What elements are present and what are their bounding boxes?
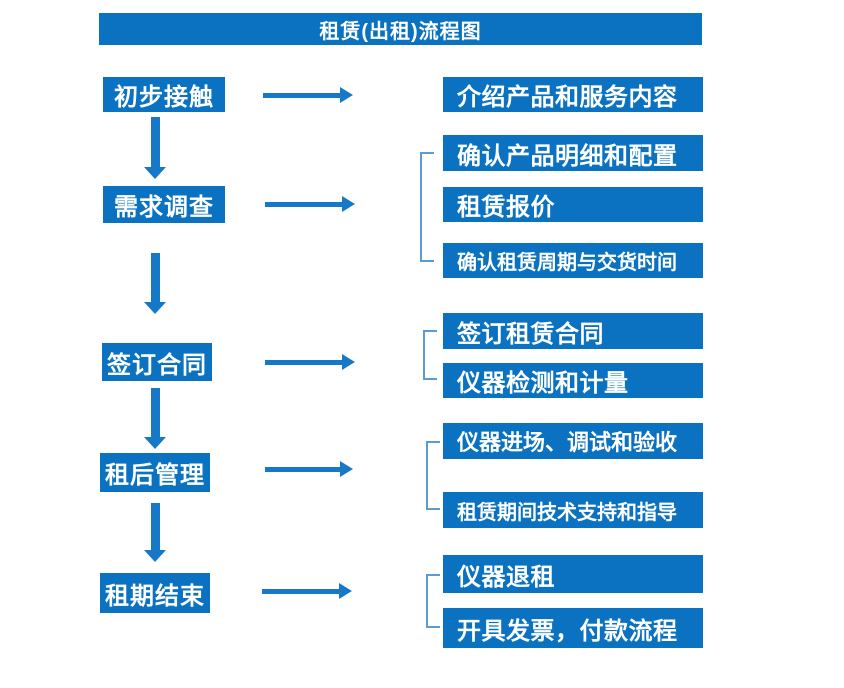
step-instrument-setup-acceptance: 仪器进场、调试和验收 — [443, 423, 703, 459]
step-rental-tech-support: 租赁期间技术支持和指导 — [443, 492, 703, 528]
stage-sign-contract: 签订合同 — [102, 343, 212, 381]
right-arrow-3 — [265, 354, 355, 370]
stage-initial-contact: 初步接触 — [103, 77, 225, 112]
down-arrow-1 — [144, 117, 166, 179]
stage-demand-survey: 需求调查 — [103, 186, 225, 223]
right-arrow-1 — [263, 87, 353, 103]
down-arrow-4 — [144, 503, 166, 562]
step-confirm-product-details: 确认产品明细和配置 — [443, 135, 703, 171]
right-arrow-4 — [265, 461, 353, 477]
group-bracket-demand-survey — [420, 152, 434, 262]
right-arrow-2 — [265, 196, 355, 212]
down-arrow-3 — [144, 388, 166, 449]
flowchart-title: 租赁(出租)流程图 — [99, 13, 702, 45]
down-arrow-2 — [144, 253, 166, 314]
stage-post-rental-management: 租后管理 — [100, 453, 210, 492]
right-arrow-5 — [262, 583, 352, 599]
step-introduce-products: 介绍产品和服务内容 — [443, 77, 703, 112]
group-bracket-post-rental — [426, 441, 440, 510]
stage-rental-end: 租期结束 — [100, 573, 210, 613]
step-confirm-rental-period: 确认租赁周期与交货时间 — [443, 243, 703, 278]
step-instrument-testing: 仪器检测和计量 — [443, 363, 703, 398]
step-rental-quotation: 租赁报价 — [443, 187, 703, 222]
group-bracket-sign-contract — [423, 330, 437, 380]
step-sign-rental-contract: 签订租赁合同 — [443, 313, 703, 349]
step-invoice-payment: 开具发票，付款流程 — [443, 608, 703, 648]
step-instrument-return: 仪器退租 — [443, 555, 703, 593]
group-bracket-rental-end — [426, 574, 440, 628]
